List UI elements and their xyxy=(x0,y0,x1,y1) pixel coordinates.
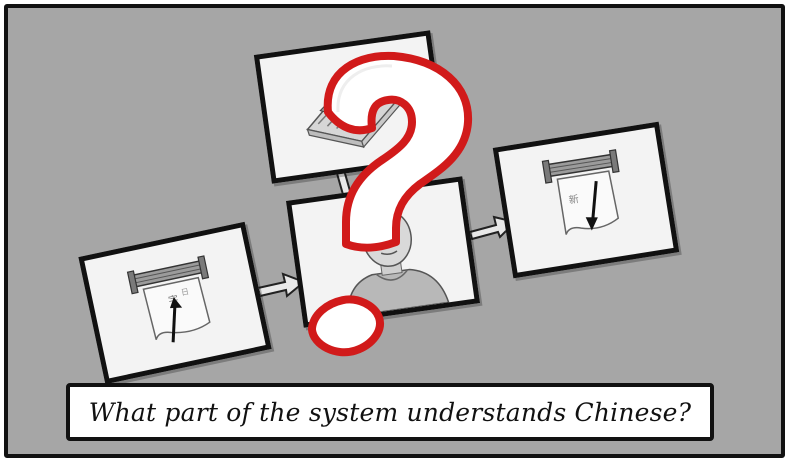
bald-person-icon xyxy=(292,182,475,322)
output-slot-frame: 新 xyxy=(493,122,680,279)
svg-text:新: 新 xyxy=(568,192,580,206)
paper-into-slot-icon: 字 日 xyxy=(84,228,265,379)
rulebook-frame xyxy=(254,30,448,184)
rulebook-icon xyxy=(259,36,442,178)
paper-out-of-slot-icon: 新 xyxy=(498,127,673,272)
person-frame xyxy=(286,176,480,328)
svg-text:日: 日 xyxy=(180,287,190,297)
caption-text: What part of the system understands Chin… xyxy=(89,398,692,427)
caption-box: What part of the system understands Chin… xyxy=(66,383,714,441)
